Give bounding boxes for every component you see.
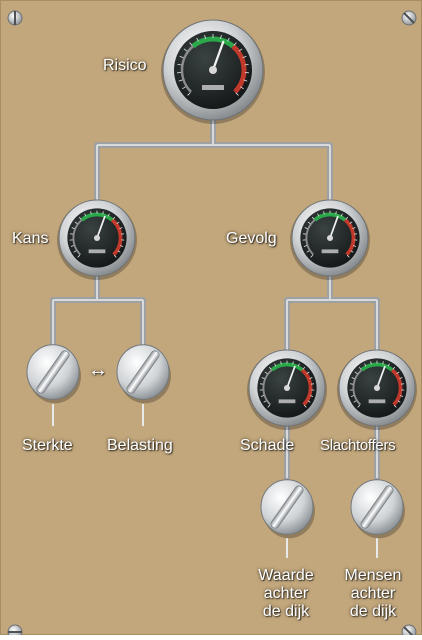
double-arrow-icon: ↔ <box>88 359 108 381</box>
label-sterkte: Sterkte <box>22 437 73 455</box>
label-belasting: Belasting <box>107 437 173 455</box>
label-kans: Kans <box>12 230 48 248</box>
label-slachtoffers: Slachtoffers <box>320 437 395 455</box>
screw-icon <box>8 11 22 25</box>
gauge-icon <box>57 200 137 280</box>
label-mensen-line2: achter <box>324 585 422 603</box>
screw-icon <box>8 625 22 635</box>
label-risico: Risico <box>103 57 147 75</box>
gauge-icon <box>290 200 370 280</box>
label-mensen-achter-de-dijk: Mensen achter de dijk <box>324 567 422 621</box>
gauge-icon <box>161 20 265 124</box>
label-waarde-line1: Waarde <box>236 567 336 585</box>
label-schade: Schade <box>240 437 294 455</box>
label-mensen-line1: Mensen <box>324 567 422 585</box>
screw-icon <box>402 11 416 25</box>
label-waarde-achter-de-dijk: Waarde achter de dijk <box>236 567 336 621</box>
gauge-icon <box>337 350 417 430</box>
gauge-icon <box>247 350 327 430</box>
label-waarde-line2: achter <box>236 585 336 603</box>
label-mensen-line3: de dijk <box>324 603 422 621</box>
label-waarde-line3: de dijk <box>236 603 336 621</box>
label-gevolg: Gevolg <box>226 230 277 248</box>
screw-icon <box>402 625 416 635</box>
